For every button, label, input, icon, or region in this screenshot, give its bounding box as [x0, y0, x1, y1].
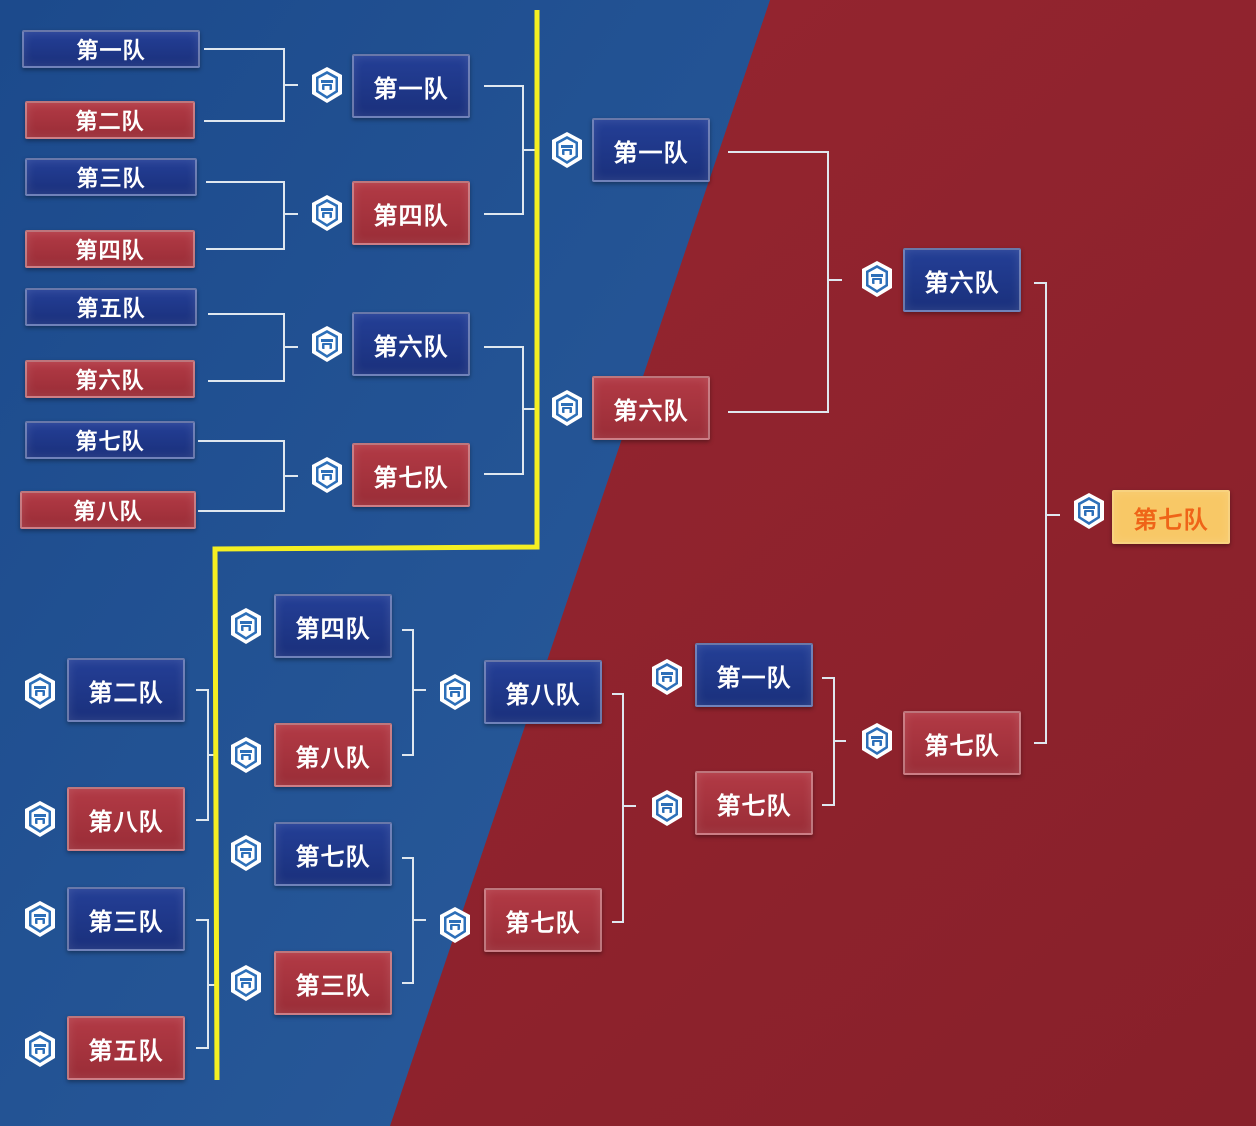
- shield-crest-icon: [23, 800, 57, 838]
- team-box[interactable]: 第六队: [352, 312, 470, 376]
- shield-crest-icon: [229, 607, 263, 645]
- shield-crest-icon: [1072, 492, 1106, 530]
- team-box[interactable]: 第一队: [22, 30, 200, 68]
- team-box[interactable]: 第六队: [592, 376, 710, 440]
- team-box[interactable]: 第七队: [25, 421, 195, 459]
- shield-crest-icon: [650, 658, 684, 696]
- team-box[interactable]: 第八队: [274, 723, 392, 787]
- team-box[interactable]: 第四队: [352, 181, 470, 245]
- team-box[interactable]: 第三队: [25, 158, 197, 196]
- team-box[interactable]: 第八队: [67, 787, 185, 851]
- shield-crest-icon: [310, 325, 344, 363]
- team-box[interactable]: 第五队: [25, 288, 197, 326]
- team-box[interactable]: 第七队: [484, 888, 602, 952]
- shield-crest-icon: [23, 900, 57, 938]
- shield-crest-icon: [550, 131, 584, 169]
- champion-box[interactable]: 第七队: [1112, 490, 1230, 544]
- shield-crest-icon: [229, 736, 263, 774]
- team-box[interactable]: 第四队: [25, 230, 195, 268]
- shield-crest-icon: [860, 722, 894, 760]
- shield-crest-icon: [23, 672, 57, 710]
- shield-crest-icon: [310, 66, 344, 104]
- team-box[interactable]: 第七队: [352, 443, 470, 507]
- shield-crest-icon: [438, 906, 472, 944]
- shield-crest-icon: [860, 260, 894, 298]
- shield-crest-icon: [550, 389, 584, 427]
- team-box[interactable]: 第三队: [274, 951, 392, 1015]
- team-box[interactable]: 第五队: [67, 1016, 185, 1080]
- shield-crest-icon: [310, 456, 344, 494]
- team-box[interactable]: 第二队: [25, 101, 195, 139]
- shield-crest-icon: [438, 673, 472, 711]
- team-box[interactable]: 第六队: [903, 248, 1021, 312]
- team-box[interactable]: 第七队: [695, 771, 813, 835]
- team-box[interactable]: 第三队: [67, 887, 185, 951]
- shield-crest-icon: [229, 964, 263, 1002]
- shield-crest-icon: [229, 834, 263, 872]
- team-box[interactable]: 第二队: [67, 658, 185, 722]
- team-box[interactable]: 第六队: [25, 360, 195, 398]
- team-box[interactable]: 第八队: [484, 660, 602, 724]
- team-box[interactable]: 第一队: [695, 643, 813, 707]
- shield-crest-icon: [310, 194, 344, 232]
- team-box[interactable]: 第七队: [274, 822, 392, 886]
- team-box[interactable]: 第七队: [903, 711, 1021, 775]
- team-box[interactable]: 第一队: [352, 54, 470, 118]
- shield-crest-icon: [650, 789, 684, 827]
- team-box[interactable]: 第四队: [274, 594, 392, 658]
- team-box[interactable]: 第一队: [592, 118, 710, 182]
- team-box[interactable]: 第八队: [20, 491, 196, 529]
- shield-crest-icon: [23, 1030, 57, 1068]
